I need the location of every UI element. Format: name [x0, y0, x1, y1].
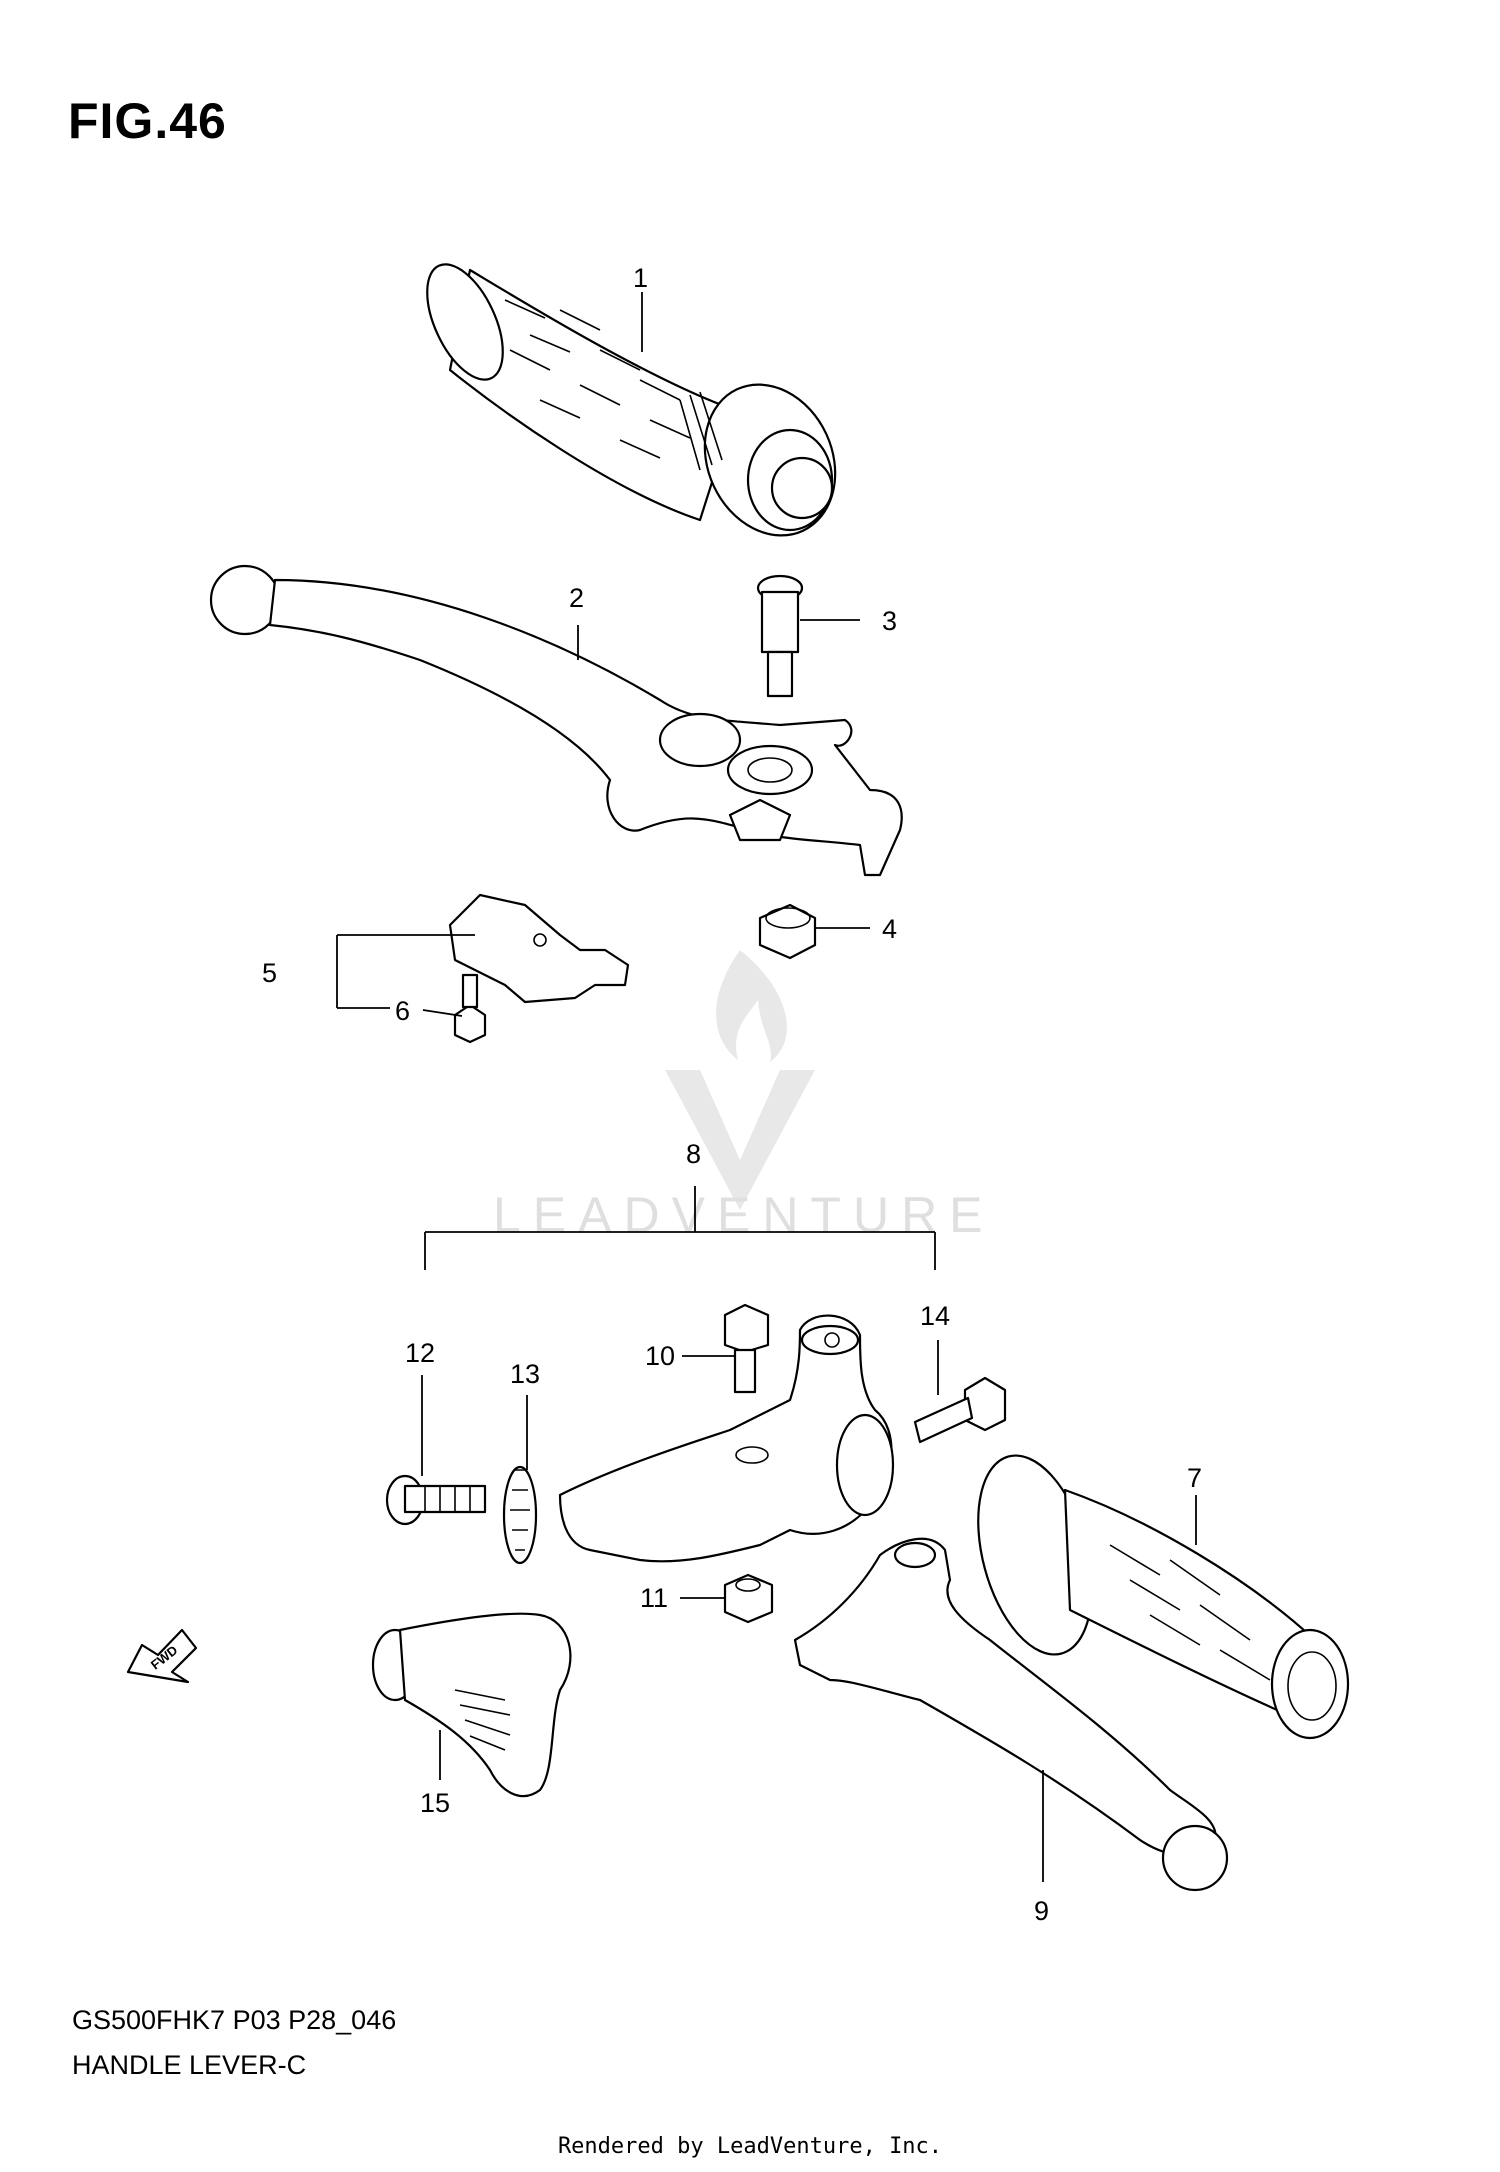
callout-15[interactable]: 15 [420, 1788, 450, 1818]
fwd-direction-arrow: FWD [126, 1628, 198, 1684]
clutch-lever-holder[interactable] [558, 1314, 895, 1563]
callout-labels: 1 2 3 4 5 6 7 8 9 10 11 12 13 14 15 [262, 263, 1202, 1926]
callout-9[interactable]: 9 [1034, 1896, 1049, 1926]
callout-5[interactable]: 5 [262, 958, 277, 988]
front-brake-lever[interactable] [209, 564, 903, 877]
switch-screw[interactable] [453, 973, 487, 1044]
callout-3[interactable]: 3 [882, 606, 897, 636]
rendered-by-credit: Rendered by LeadVenture, Inc. [557, 2134, 943, 2159]
callout-6[interactable]: 6 [395, 996, 410, 1026]
model-code: GS500FHK7 P03 P28_046 [72, 2005, 397, 2035]
holder-clamp-bolt[interactable] [913, 1376, 1007, 1444]
throttle-grip[interactable] [412, 253, 860, 557]
callout-13[interactable]: 13 [510, 1359, 540, 1389]
clutch-pivot-nut[interactable] [723, 1573, 774, 1624]
lever-boot[interactable] [371, 1612, 572, 1798]
brake-light-switch[interactable] [448, 893, 630, 1004]
cable-adjuster-bolt[interactable] [385, 1474, 487, 1526]
leadventure-watermark: LEADVENTURE [493, 950, 995, 1243]
lever-pivot-bolt[interactable] [756, 574, 804, 698]
adjuster-locknut[interactable] [502, 1465, 538, 1565]
clutch-lever[interactable] [793, 1537, 1229, 1892]
callout-14[interactable]: 14 [920, 1301, 950, 1331]
callout-12[interactable]: 12 [405, 1338, 435, 1368]
callout-4[interactable]: 4 [882, 914, 897, 944]
callout-1[interactable]: 1 [633, 263, 648, 293]
watermark-text: LEADVENTURE [493, 1187, 995, 1243]
section-name: HANDLE LEVER-C [72, 2050, 307, 2080]
pivot-nut[interactable] [758, 903, 817, 960]
callout-10[interactable]: 10 [645, 1341, 675, 1371]
callout-2[interactable]: 2 [569, 583, 584, 613]
leader-lines [336, 292, 1197, 1882]
callout-11[interactable]: 11 [640, 1583, 668, 1613]
figure-title: FIG.46 [68, 93, 227, 149]
callout-7[interactable]: 7 [1187, 1463, 1202, 1493]
left-handlebar-grip[interactable] [958, 1443, 1350, 1740]
callout-8[interactable]: 8 [686, 1139, 701, 1169]
clutch-lever-pivot-bolt[interactable] [723, 1303, 770, 1394]
